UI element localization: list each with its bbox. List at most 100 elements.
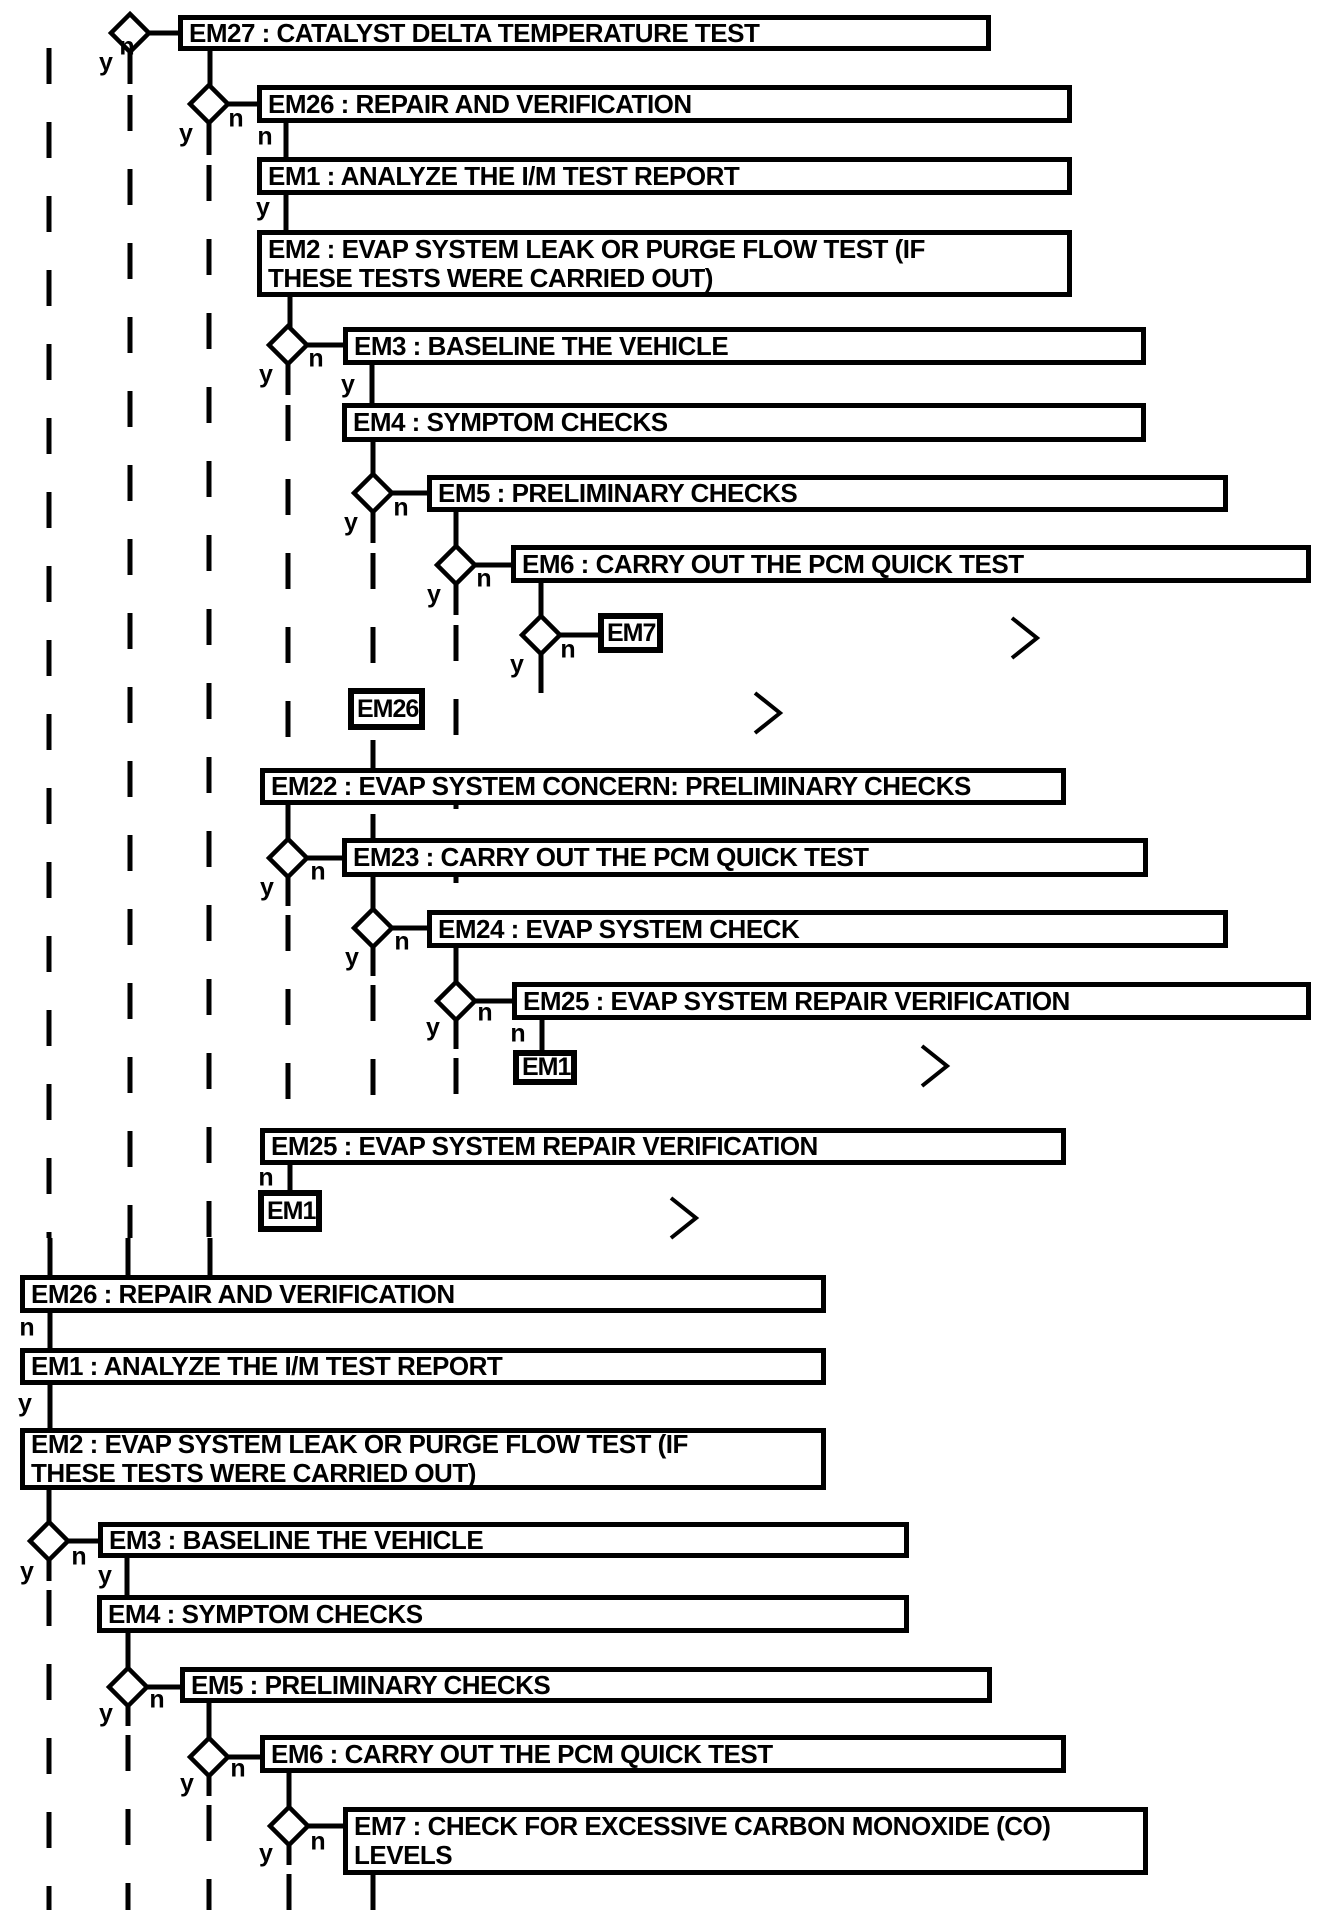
node-label: EM1 : ANALYZE THE I/M TEST REPORT (268, 160, 740, 191)
node-label: EM5 : PRELIMINARY CHECKS (438, 478, 798, 508)
decision-diamond-em7b (266, 1803, 312, 1849)
node-label: EM4 : SYMPTOM CHECKS (108, 1598, 423, 1629)
node-em25-evap-repair-verification-1: EM25 : EVAP SYSTEM REPAIR VERIFICATION (512, 982, 1311, 1020)
node-em1-analyze-im-report-top: EM1 : ANALYZE THE I/M TEST REPORT (257, 157, 1072, 195)
node-label: EM23 : CARRY OUT THE PCM QUICK TEST (353, 842, 869, 872)
decision-diamond-em3 (265, 322, 311, 368)
node-label: EM26 : REPAIR AND VERIFICATION (31, 1278, 455, 1309)
branch-label-yes: y (344, 508, 358, 537)
branch-label-no: n (19, 1313, 35, 1342)
decision-diamond-em5 (350, 470, 396, 516)
dashed-flow-lines (46, 48, 459, 1910)
branch-label-no: n (393, 493, 409, 522)
node-label: EM1 (522, 1053, 571, 1081)
node-em22-evap-concern-preliminary: EM22 : EVAP SYSTEM CONCERN: PRELIMINARY … (260, 768, 1066, 805)
node-em2-evap-leak-purge-test-top: EM2 : EVAP SYSTEM LEAK OR PURGE FLOW TES… (257, 230, 1072, 297)
branch-label-no: n (510, 1019, 526, 1048)
branch-label-no: n (71, 1542, 87, 1571)
node-label: EM1 (267, 1196, 316, 1225)
node-em3-baseline-vehicle-top: EM3 : BASELINE THE VEHICLE (343, 327, 1146, 365)
branch-label-yes: y (341, 370, 355, 399)
node-em4-symptom-checks-bottom: EM4 : SYMPTOM CHECKS (97, 1595, 909, 1633)
node-em6-pcm-quick-test-bottom: EM6 : CARRY OUT THE PCM QUICK TEST (260, 1735, 1066, 1773)
node-label: EM6 : CARRY OUT THE PCM QUICK TEST (522, 548, 1024, 579)
node-label: EM24 : EVAP SYSTEM CHECK (438, 913, 800, 944)
node-label: EM7 : CHECK FOR EXCESSIVE CARBON MONOXID… (354, 1811, 1051, 1870)
branch-label-yes: y (99, 48, 113, 77)
decision-diamond-em5b (105, 1664, 151, 1710)
branch-label-no: n (258, 1163, 274, 1192)
branch-label-yes: y (427, 580, 441, 609)
node-label: EM2 : EVAP SYSTEM LEAK OR PURGE FLOW TES… (31, 1429, 688, 1488)
node-em24-evap-system-check: EM24 : EVAP SYSTEM CHECK (427, 910, 1228, 948)
branch-label-no: n (477, 998, 493, 1027)
decision-diamond-em7ref (518, 612, 564, 658)
branch-label-yes: y (180, 1769, 194, 1798)
node-em1-analyze-im-report-bottom: EM1 : ANALYZE THE I/M TEST REPORT (20, 1348, 826, 1385)
node-em1-connector-ref-2: EM1 (258, 1190, 322, 1232)
node-label: EM27 : CATALYST DELTA TEMPERATURE TEST (189, 17, 760, 48)
node-em7-carbon-monoxide-levels: EM7 : CHECK FOR EXCESSIVE CARBON MONOXID… (343, 1807, 1148, 1875)
branch-label-yes: y (179, 119, 193, 148)
branch-label-no: n (310, 857, 326, 886)
branch-label-yes: y (260, 873, 274, 902)
decision-diamond-em23 (265, 835, 311, 881)
node-em26-repair-verification-top: EM26 : REPAIR AND VERIFICATION (257, 85, 1072, 123)
node-em5-preliminary-checks-bottom: EM5 : PRELIMINARY CHECKS (180, 1667, 992, 1703)
node-label: EM1 : ANALYZE THE I/M TEST REPORT (31, 1351, 503, 1381)
decision-diamond-em27 (107, 10, 153, 56)
continuation-arrow-icon-em26 (753, 691, 784, 735)
branch-label-no: n (394, 927, 410, 956)
node-label: EM3 : BASELINE THE VEHICLE (354, 330, 729, 361)
node-label: EM2 : EVAP SYSTEM LEAK OR PURGE FLOW TES… (268, 233, 925, 293)
decision-diamond-em6 (433, 542, 479, 588)
node-label: EM3 : BASELINE THE VEHICLE (109, 1524, 484, 1555)
node-em23-pcm-quick-test: EM23 : CARRY OUT THE PCM QUICK TEST (342, 838, 1148, 877)
branch-label-no: n (560, 635, 576, 664)
node-em4-symptom-checks-top: EM4 : SYMPTOM CHECKS (342, 403, 1146, 442)
node-em7-connector-ref: EM7 (598, 613, 663, 653)
branch-label-yes: y (99, 1699, 113, 1728)
node-em26-connector-ref: EM26 (348, 688, 425, 730)
continuation-arrows (669, 616, 1041, 1240)
branch-label-yes: y (345, 943, 359, 972)
node-em2-evap-leak-purge-test-bottom: EM2 : EVAP SYSTEM LEAK OR PURGE FLOW TES… (20, 1428, 826, 1490)
decision-diamond-em26 (186, 81, 232, 127)
decision-diamond-em24 (350, 905, 396, 951)
node-em5-preliminary-checks-top: EM5 : PRELIMINARY CHECKS (427, 475, 1228, 512)
node-label: EM5 : PRELIMINARY CHECKS (191, 1669, 551, 1700)
branch-label-yes: y (256, 193, 270, 222)
branch-label-no: n (310, 1827, 326, 1856)
node-em25-evap-repair-verification-2: EM25 : EVAP SYSTEM REPAIR VERIFICATION (260, 1128, 1066, 1165)
branch-label-no: n (476, 564, 492, 593)
branch-label-yes: y (259, 1839, 273, 1868)
branch-label-no: n (119, 32, 135, 61)
node-label: EM25 : EVAP SYSTEM REPAIR VERIFICATION (523, 985, 1070, 1016)
branch-label-no: n (257, 122, 273, 151)
node-em6-pcm-quick-test-top: EM6 : CARRY OUT THE PCM QUICK TEST (511, 545, 1311, 583)
branch-label-yes: y (18, 1389, 32, 1418)
branch-label-no: n (228, 104, 244, 133)
continuation-arrow-icon-em1-a (920, 1044, 951, 1088)
decision-diamond-em3b (26, 1518, 72, 1564)
branch-label-yes: y (259, 360, 273, 389)
node-em27-catalyst-delta-temp-test: EM27 : CATALYST DELTA TEMPERATURE TEST (178, 15, 991, 51)
decision-diamond-em6b (186, 1734, 232, 1780)
branch-label-yes: y (20, 1557, 34, 1586)
continuation-arrow-icon-em1-b (669, 1196, 700, 1240)
node-label: EM22 : EVAP SYSTEM CONCERN: PRELIMINARY … (271, 771, 971, 801)
continuation-arrow-icon-em7 (1010, 616, 1041, 660)
node-em1-connector-ref-1: EM1 (513, 1050, 577, 1085)
solid-connector-lines (46, 30, 600, 1897)
node-label: EM4 : SYMPTOM CHECKS (353, 407, 668, 437)
node-label: EM25 : EVAP SYSTEM REPAIR VERIFICATION (271, 1131, 818, 1161)
node-label: EM26 : REPAIR AND VERIFICATION (268, 88, 692, 119)
decision-diamonds (26, 10, 564, 1849)
node-em26-repair-verification-bottom: EM26 : REPAIR AND VERIFICATION (20, 1275, 826, 1313)
branch-label-no: n (308, 344, 324, 373)
branch-label-no: n (149, 1685, 165, 1714)
branch-label-yes: y (510, 650, 524, 679)
branch-label-yes: y (426, 1013, 440, 1042)
